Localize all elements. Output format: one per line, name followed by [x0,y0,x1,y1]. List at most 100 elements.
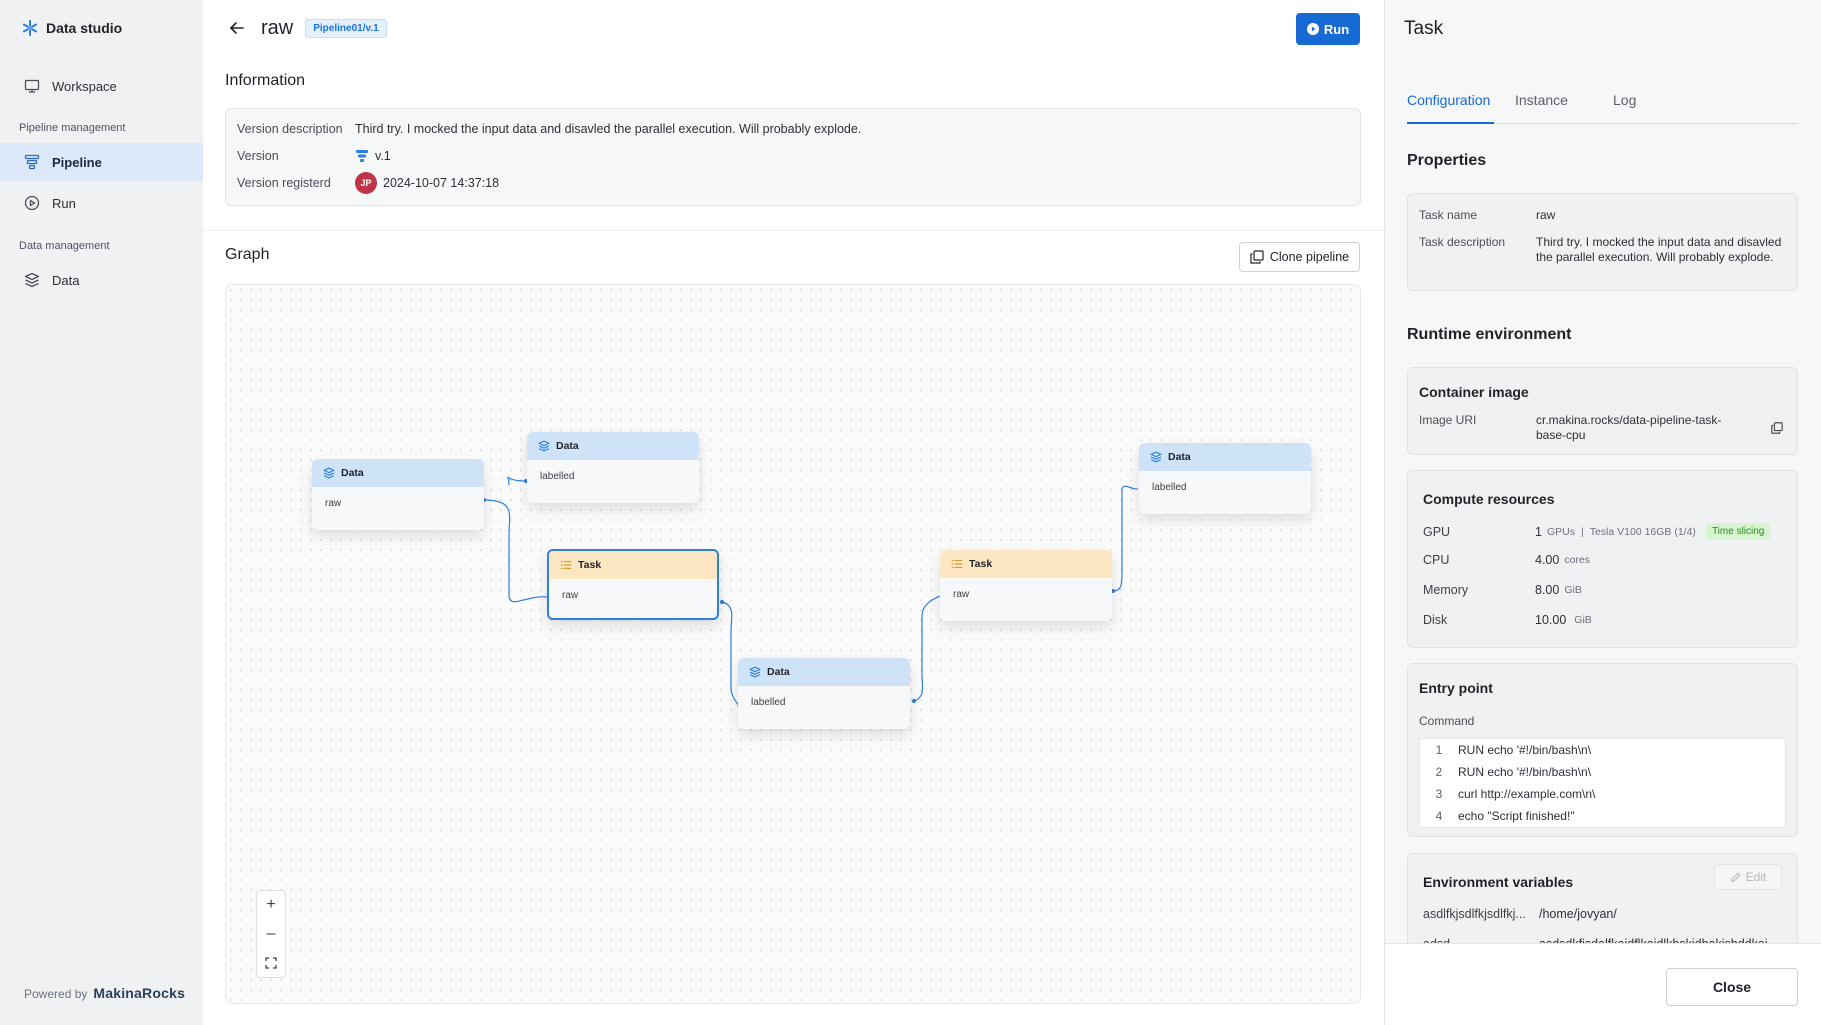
back-button[interactable] [225,16,249,40]
compute-resources-title: Compute resources [1423,491,1555,507]
tab-log[interactable]: Log [1613,92,1637,108]
info-value: v.1 [355,149,391,163]
graph-node-data-labelled-1[interactable]: Data labelled [527,432,699,503]
brand-name: Data studio [46,20,123,36]
node-label: labelled [751,697,786,708]
line-text: RUN echo '#!/bin/bash\n\ [1458,765,1592,779]
sidebar-item-data[interactable]: Data [0,261,203,299]
cpu-label: CPU [1423,553,1450,567]
minus-icon: – [266,924,276,942]
pencil-icon [1730,872,1741,882]
sidebar-item-run[interactable]: Run [0,184,203,222]
copy-icon [1771,422,1783,434]
env-row: adsd asdsdkfjsdalfkajdflkajdlkhskidhakjs… [1423,937,1768,943]
tab-instance[interactable]: Instance [1515,92,1568,108]
env-value: /home/jovyan/ [1539,907,1617,921]
disk-row: Disk 10.00 GiB [1423,613,1592,627]
gpu-row: GPU 1 GPUs | Tesla V100 16GB (1/4) Time … [1423,523,1771,540]
command-code-block[interactable]: 1 RUN echo '#!/bin/bash\n\ 2 RUN echo '#… [1419,738,1786,828]
info-value: JP 2024-10-07 14:37:18 [355,172,499,194]
info-label: Version registerd [237,176,331,190]
node-type: Data [556,440,579,452]
clone-pipeline-button[interactable]: Clone pipeline [1239,242,1360,272]
page-title: raw [261,16,294,39]
env-value: asdsdkfjsdalfkajdflkajdlkhskidhakjshddka… [1539,937,1768,943]
company-logo: MakinaRocks [93,985,186,1001]
node-type: Task [969,558,993,570]
property-task-description: Task description Third try. I mocked the… [1419,235,1786,265]
node-header: Data [1139,443,1311,471]
monitor-icon [24,78,40,94]
node-label: raw [562,590,579,601]
container-image-card: Container image Image URI cr.makina.rock… [1407,367,1798,455]
memory-unit: GiB [1564,584,1582,596]
environment-variables-card: Environment variables Edit asdlfkjsdlfkj… [1407,853,1798,943]
tab-configuration[interactable]: Configuration [1407,92,1491,108]
node-header: Data [738,658,910,686]
env-key: adsd [1423,937,1539,943]
zoom-out-button[interactable]: – [256,919,286,949]
version-tag[interactable]: Pipeline01/v.1 [305,18,387,38]
panel-title: Task [1404,18,1444,39]
node-header: Data [527,432,699,460]
task-panel: Task Configuration Instance Log Properti… [1385,0,1821,1025]
brand[interactable]: Data studio [22,20,122,36]
node-type: Data [341,467,364,479]
gpu-detail: Tesla V100 16GB (1/4) [1589,525,1696,538]
play-icon [1306,23,1319,35]
fit-view-button[interactable] [256,948,286,978]
memory-label: Memory [1423,583,1469,597]
edge-task-to-data [721,601,740,708]
graph-node-data-labelled-2[interactable]: Data labelled [738,658,910,729]
cpu-unit: cores [1564,554,1591,566]
gpu-separator: | [1580,525,1584,538]
avatar[interactable]: JP [355,172,377,194]
copy-image-uri-button[interactable] [1769,420,1785,436]
layers-icon [1150,451,1162,463]
time-slicing-badge: Time slicing [1705,523,1771,540]
command-label-row: Command [1419,714,1536,729]
graph-node-task-raw-2[interactable]: Task raw [940,550,1112,621]
graph-node-data-raw[interactable]: Data raw [312,459,484,530]
close-button[interactable]: Close [1666,968,1798,1006]
memory-row: Memory 8.00 GiB [1423,583,1582,597]
graph-node-data-labelled-3[interactable]: Data labelled [1139,443,1311,514]
compute-resources-card: Compute resources GPU 1 GPUs | Tesla V10… [1407,470,1798,648]
runtime-title: Runtime environment [1407,326,1572,343]
info-label: Version description [237,122,343,136]
node-header: Data [312,459,484,487]
run-button-label: Run [1323,21,1350,37]
node-header: Task [940,550,1112,578]
brand-logo-icon [22,20,38,36]
node-type: Data [1168,451,1191,463]
property-value: Third try. I mocked the input data and d… [1536,235,1782,264]
property-value: raw [1536,208,1556,222]
edge-data-to-task2 [913,595,941,702]
image-uri-row: Image URI cr.makina.rocks/data-pipeline-… [1419,413,1736,443]
sidebar-item-workspace[interactable]: Workspace [0,67,203,105]
graph-node-task-raw-selected[interactable]: Task raw [547,549,719,620]
nav-section-data-management: Data management [19,240,110,252]
edit-label: Edit [1745,870,1767,884]
arrow-left-icon [229,22,244,34]
gpu-unit: GPUs [1546,525,1575,538]
graph-canvas[interactable]: Data raw Data labelled Task raw Data lab… [225,284,1361,1004]
entry-point-title: Entry point [1419,680,1493,696]
zoom-in-button[interactable]: + [256,890,286,920]
info-row-description: Version description Third try. I mocked … [237,122,861,136]
sidebar-item-pipeline[interactable]: Pipeline [0,143,203,181]
fullscreen-icon [265,956,277,969]
environment-variables-title: Environment variables [1423,874,1574,890]
version-icon [356,150,368,162]
powered-by-text: Powered by [24,987,88,1001]
graph-edges [482,476,1139,708]
entry-point-card: Entry point Command 1 RUN echo '#!/bin/b… [1407,663,1798,837]
plus-icon: + [266,896,276,913]
info-value: Third try. I mocked the input data and d… [355,122,862,136]
property-label: Task name [1419,208,1478,222]
registered-date: 2024-10-07 14:37:18 [383,176,500,190]
edit-env-button[interactable]: Edit [1714,864,1782,890]
cpu-value: 4.00 [1535,553,1560,567]
run-button[interactable]: Run [1296,13,1360,45]
edge-data-labelled-to-task [507,476,527,486]
